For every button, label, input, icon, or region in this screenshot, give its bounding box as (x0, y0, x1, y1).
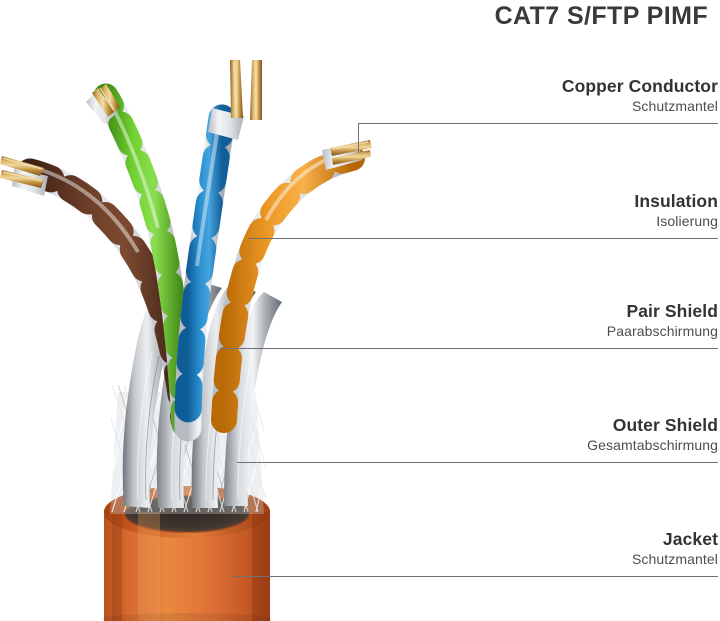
leader-line-insulation (248, 238, 718, 239)
callout-outer-shield: Outer Shield Gesamtabschirmung (587, 415, 718, 454)
page-title: CAT7 S/FTP PIMF (494, 2, 708, 30)
pair-orange-white (211, 140, 372, 433)
callout-insulation-title: Insulation (634, 191, 718, 211)
leader-line-pair-shield (220, 348, 718, 349)
callout-insulation-subtitle: Isolierung (656, 213, 718, 229)
callout-insulation: Insulation Isolierung (634, 191, 718, 230)
callout-copper-conductor-subtitle: Schutzmantel (631, 98, 718, 114)
leader-line-copper-conductor-stub (358, 123, 359, 153)
leader-line-copper-conductor (358, 123, 718, 124)
callout-copper-conductor: Copper Conductor Schutzmantel (562, 76, 718, 115)
callout-jacket-subtitle: Schutzmantel (631, 551, 718, 567)
callout-copper-conductor-title: Copper Conductor (561, 76, 718, 96)
callout-pair-shield-title: Pair Shield (626, 301, 718, 321)
callout-pair-shield-subtitle: Paarabschirmung (606, 323, 718, 339)
leader-line-jacket (233, 576, 718, 577)
callout-outer-shield-subtitle: Gesamtabschirmung (587, 437, 718, 453)
pair-blue-white (174, 60, 262, 442)
callout-pair-shield: Pair Shield Paarabschirmung (607, 301, 718, 340)
leader-line-outer-shield (237, 462, 718, 463)
callout-jacket-title: Jacket (662, 529, 718, 549)
callout-outer-shield-title: Outer Shield (612, 415, 718, 435)
callout-jacket: Jacket Schutzmantel (632, 529, 718, 568)
